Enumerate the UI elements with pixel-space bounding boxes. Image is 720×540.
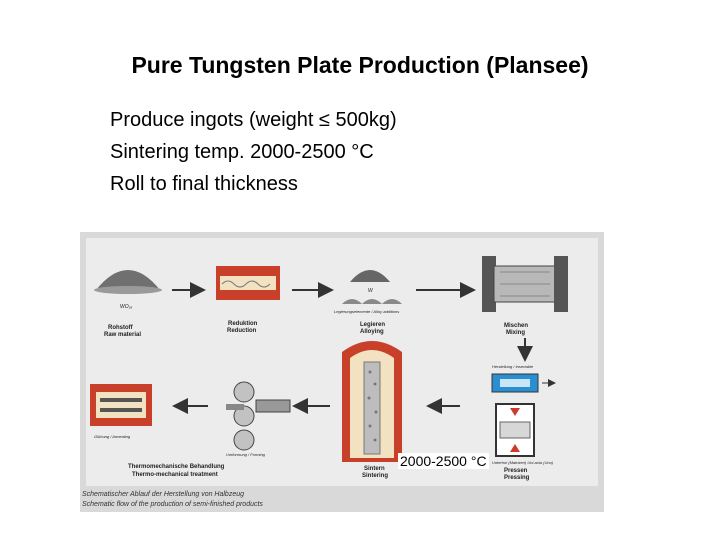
pressing-top-note: Herstellung / Insertable <box>492 364 534 369</box>
alloy-note: Legierungselemente / Alloy additions <box>334 309 399 314</box>
rolling-mill-icon <box>226 381 291 451</box>
slide-title: Pure Tungsten Plate Production (Plansee) <box>131 52 589 78</box>
press-icon <box>491 373 556 457</box>
sintering-furnace-icon <box>342 341 402 462</box>
pressing-label-en: Pressing <box>504 475 530 481</box>
raw-label-en: Raw material <box>104 332 141 338</box>
raw-material-icon <box>94 270 162 294</box>
mixing-label-de: Mischen <box>504 323 528 329</box>
reduction-furnace-icon <box>216 266 280 300</box>
pressing-label-de: Pressen <box>504 468 528 474</box>
thermo-label-de: Thermomechanische Behandlung <box>128 464 225 470</box>
process-flow-diagram: WO₃ₓ Rohstoff Raw material Reduktion Red… <box>86 238 598 486</box>
annealing-label: Glühung / Annealing <box>94 434 131 439</box>
alloying-label-de: Legieren <box>360 322 385 328</box>
raw-formula: WO₃ₓ <box>120 304 133 310</box>
reduction-label-en: Reduction <box>227 328 257 334</box>
bullet-item: Sintering temp. 2000-2500 °C <box>110 141 374 163</box>
reduction-label-de: Reduktion <box>228 321 258 327</box>
mixing-label-en: Mixing <box>506 330 525 336</box>
process-flow-figure: WO₃ₓ Rohstoff Raw material Reduktion Red… <box>80 232 604 512</box>
figure-caption: Schematischer Ablauf der Herstellung von… <box>82 490 263 510</box>
caption-de: Schematischer Ablauf der Herstellung von… <box>82 491 244 498</box>
bullet-item: Roll to final thickness <box>110 173 298 195</box>
sintering-label-de: Sintern <box>364 466 385 472</box>
sinter-temp-overlay: 2000-2500 °C <box>398 453 489 469</box>
sintering-label-en: Sintering <box>362 473 388 479</box>
thermo-label-en: Thermo-mechanical treatment <box>132 472 218 478</box>
alloying-label-en: Alloying <box>360 329 384 335</box>
alloying-icon <box>342 270 402 304</box>
alloy-element: W <box>368 288 374 294</box>
forming-label: Umformung / Forming <box>226 452 266 457</box>
annealing-furnace-icon <box>90 384 152 426</box>
pressing-side-note: Unterhol (Matrizen) Uni-axia (Uno) <box>492 460 554 465</box>
mixing-drum-icon <box>482 256 568 312</box>
bullet-item: Produce ingots (weight ≤ 500kg) <box>110 109 397 131</box>
raw-label-de: Rohstoff <box>108 325 134 331</box>
bullet-list: Produce ingots (weight ≤ 500kg) Sinterin… <box>110 104 397 200</box>
caption-en: Schematic flow of the production of semi… <box>82 501 263 508</box>
